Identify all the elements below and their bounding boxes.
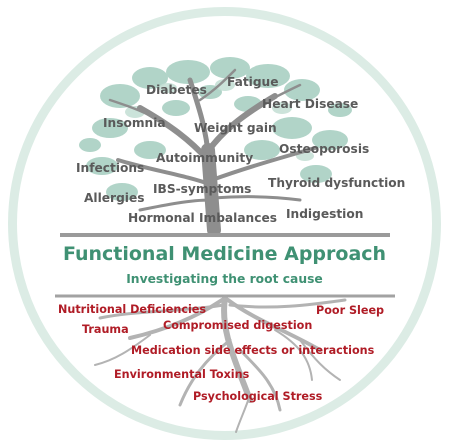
symptom-infections: Infections: [76, 161, 145, 175]
tree-roots: [94, 295, 347, 433]
symptom-insomnia: Insomnia: [103, 116, 166, 130]
cause-psychological-stress: Psychological Stress: [193, 390, 323, 403]
symptom-hormonal-imbalances: Hormonal Imbalances: [128, 211, 277, 225]
symptom-ibs: IBS-symptoms: [153, 182, 252, 196]
symptom-heart-disease: Heart Disease: [262, 97, 359, 111]
tree-foliage-light: [125, 79, 314, 161]
tree-foliage: [79, 57, 352, 201]
diagram-title: Functional Medicine Approach: [62, 243, 387, 265]
outer-ring: [8, 7, 441, 440]
symptom-thyroid-dysfunction: Thyroid dysfunction: [268, 176, 406, 190]
cause-nutritional-deficiencies: Nutritional Deficiencies: [58, 303, 207, 316]
cause-compromised-digestion: Compromised digestion: [163, 319, 313, 332]
cause-poor-sleep: Poor Sleep: [316, 304, 385, 317]
symptom-fatigue: Fatigue: [227, 75, 279, 89]
symptom-osteoporosis: Osteoporosis: [279, 142, 370, 156]
symptom-diabetes: Diabetes: [146, 83, 207, 97]
symptom-indigestion: Indigestion: [286, 207, 364, 221]
tree-trunk: [108, 68, 317, 237]
diagram-subtitle: Investigating the root cause: [126, 272, 323, 286]
symptom-weight-gain: Weight gain: [194, 121, 277, 135]
symptom-allergies: Allergies: [84, 191, 145, 205]
cause-trauma: Trauma: [82, 323, 129, 336]
symptom-autoimmunity: Autoimmunity: [156, 151, 254, 165]
cause-environmental-toxins: Environmental Toxins: [114, 368, 250, 381]
cause-medication-side-effects: Medication side effects or interactions: [131, 344, 375, 357]
